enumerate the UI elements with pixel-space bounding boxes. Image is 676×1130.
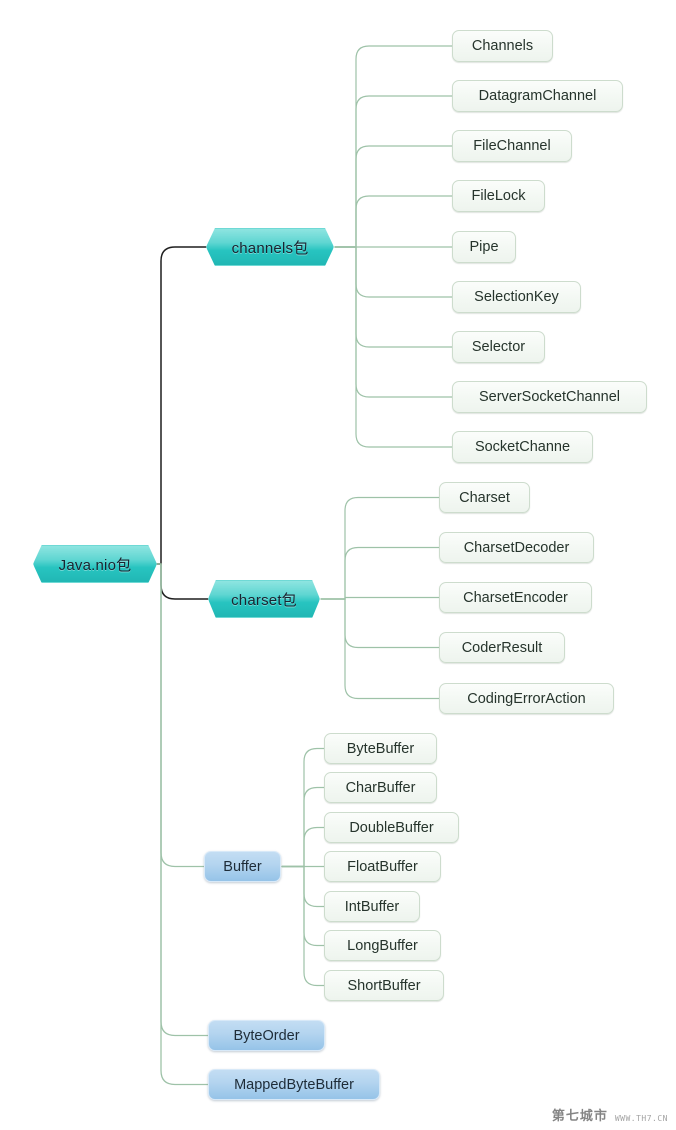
leaf-node-channels-7[interactable]: ServerSocketChannel <box>452 381 647 413</box>
edge-channels-to-child-1 <box>334 95 453 248</box>
edge-root-to-mappedbytebuffer <box>153 563 209 1086</box>
edge-charset-to-child-4 <box>320 598 440 700</box>
leaf-node-channels-6[interactable]: Selector <box>452 331 545 363</box>
edge-channels-to-child-0 <box>334 45 453 248</box>
edge-buffer-to-child-0 <box>281 747 325 868</box>
leaf-node-charset-0[interactable]: Charset <box>439 482 530 513</box>
leaf-node-buffer-5[interactable]: LongBuffer <box>324 930 441 961</box>
leaf-node-channels-1[interactable]: DatagramChannel <box>452 80 623 112</box>
edge-root-to-buffer <box>153 563 205 868</box>
edge-root-to-channels <box>153 246 207 565</box>
leaf-node-buffer-0[interactable]: ByteBuffer <box>324 733 437 764</box>
branch-node-mappedbytebuffer[interactable]: MappedByteBuffer <box>208 1069 380 1100</box>
leaf-node-channels-3[interactable]: FileLock <box>452 180 545 212</box>
branch-node-channels[interactable]: channels包 <box>206 228 334 266</box>
edge-buffer-to-child-6 <box>281 865 325 987</box>
leaf-node-charset-4[interactable]: CodingErrorAction <box>439 683 614 714</box>
leaf-node-buffer-3[interactable]: FloatBuffer <box>324 851 441 882</box>
edge-charset-to-child-2 <box>320 596 440 600</box>
edge-charset-to-child-1 <box>320 546 440 600</box>
leaf-node-charset-1[interactable]: CharsetDecoder <box>439 532 594 563</box>
edge-channels-to-child-7 <box>334 246 453 398</box>
edge-buffer-to-child-5 <box>281 865 325 947</box>
leaf-node-channels-8[interactable]: SocketChanne <box>452 431 593 463</box>
leaf-node-buffer-2[interactable]: DoubleBuffer <box>324 812 459 843</box>
leaf-node-buffer-6[interactable]: ShortBuffer <box>324 970 444 1001</box>
leaf-node-buffer-4[interactable]: IntBuffer <box>324 891 420 922</box>
leaf-node-charset-3[interactable]: CoderResult <box>439 632 565 663</box>
leaf-node-channels-4[interactable]: Pipe <box>452 231 516 263</box>
edge-charset-to-child-3 <box>320 598 440 649</box>
watermark: 第七城市 WWW.TH7.CN <box>552 1105 668 1124</box>
edge-channels-to-child-8 <box>334 246 453 448</box>
edge-channels-to-child-6 <box>334 246 453 348</box>
watermark-cn-text: 第七城市 <box>551 1109 608 1124</box>
branch-node-buffer[interactable]: Buffer <box>204 851 281 882</box>
root-node[interactable]: Java.nio包 <box>33 545 157 583</box>
edge-root-to-charset <box>153 563 209 600</box>
leaf-node-buffer-1[interactable]: CharBuffer <box>324 772 437 803</box>
branch-node-charset[interactable]: charset包 <box>208 580 320 618</box>
edge-charset-to-child-0 <box>320 496 440 600</box>
edge-channels-to-child-3 <box>334 195 453 248</box>
leaf-node-channels-0[interactable]: Channels <box>452 30 553 62</box>
edge-channels-to-child-2 <box>334 145 453 248</box>
edge-buffer-to-child-4 <box>281 865 325 908</box>
leaf-node-charset-2[interactable]: CharsetEncoder <box>439 582 592 613</box>
watermark-en-text: WWW.TH7.CN <box>614 1114 668 1123</box>
branch-node-byteorder[interactable]: ByteOrder <box>208 1020 325 1051</box>
leaf-node-channels-2[interactable]: FileChannel <box>452 130 572 162</box>
edge-channels-to-child-5 <box>334 246 453 298</box>
leaf-node-channels-5[interactable]: SelectionKey <box>452 281 581 313</box>
edge-buffer-to-child-1 <box>281 786 325 868</box>
edge-buffer-to-child-2 <box>281 826 325 868</box>
edge-root-to-byteorder <box>153 563 209 1037</box>
